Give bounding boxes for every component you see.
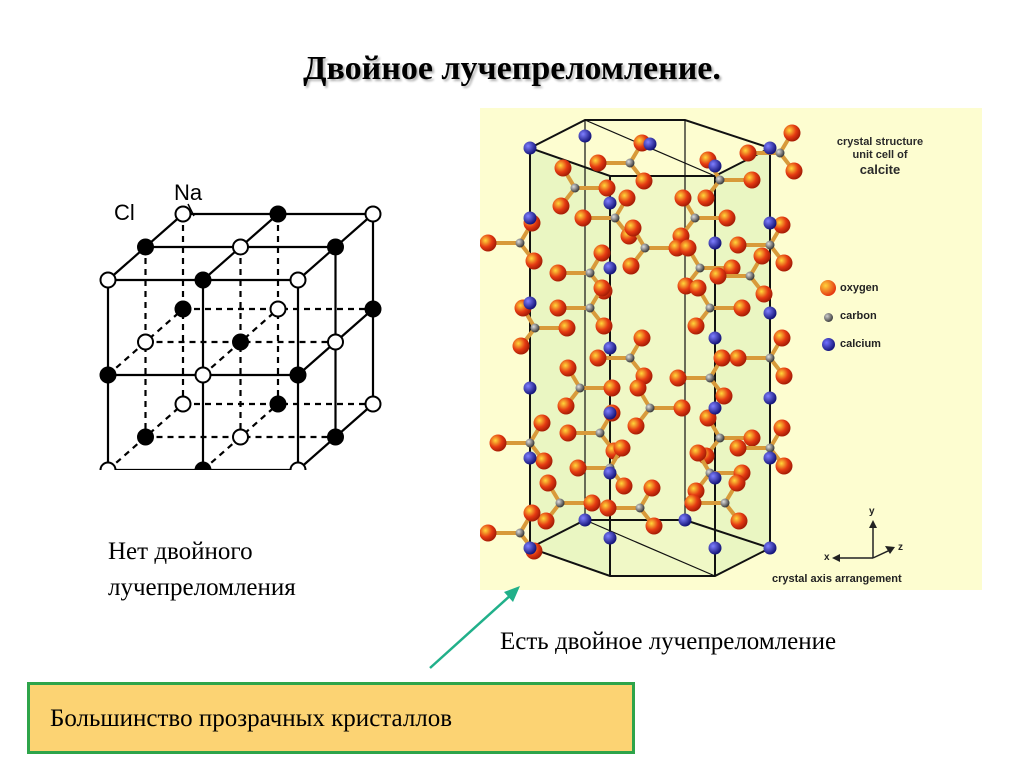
cl-label: Cl <box>114 200 135 225</box>
calcium-atom <box>708 331 722 345</box>
cl-atom <box>232 428 249 446</box>
axis-caption: crystal axis arrangement <box>772 573 902 585</box>
na-atom <box>269 395 287 413</box>
cl-atom <box>269 300 287 318</box>
legend-oxygen: oxygen <box>840 282 879 294</box>
calcium-legend-dot <box>822 338 835 351</box>
na-atom <box>269 205 287 223</box>
hexagonal-prism <box>527 119 773 577</box>
na-atom <box>364 300 382 318</box>
na-atom <box>232 333 249 351</box>
calcite-structure-panel: crystal structure unit cell of calcite o… <box>480 108 982 590</box>
na-atom <box>137 238 154 256</box>
calcium-atom <box>523 141 537 155</box>
cl-atom <box>99 461 117 470</box>
calcium-atom <box>708 236 722 250</box>
na-atom <box>99 366 117 384</box>
calcium-atom <box>763 391 777 405</box>
carbonate-groups <box>480 124 803 560</box>
lattice-atoms <box>99 205 382 470</box>
cl-atom <box>289 271 307 289</box>
legend-title-line3: calcite <box>859 162 901 177</box>
cl-atom <box>174 395 192 413</box>
cl-atom <box>232 238 249 256</box>
legend-title-line2: unit cell of <box>852 149 908 161</box>
oxygen-legend-dot <box>820 280 836 296</box>
calcium-atom <box>523 541 537 555</box>
calcite-structure-diagram <box>480 119 895 577</box>
calcium-atom <box>763 216 777 230</box>
calcium-atoms <box>523 129 777 555</box>
axis-y-label: y <box>869 506 875 517</box>
calcium-atom <box>708 541 722 555</box>
na-atom <box>327 238 344 256</box>
nacl-caption: Нет двойного лучепреломления <box>108 534 296 606</box>
calcium-atom <box>763 451 777 465</box>
legend-calcium: calcium <box>840 338 881 350</box>
calcium-atom <box>678 513 692 527</box>
calcite-legend-title: crystal structure unit cell of calcite <box>810 136 950 178</box>
calcium-atom <box>708 401 722 415</box>
calcium-atom <box>763 141 777 155</box>
calcium-atom <box>708 159 722 173</box>
slide-title: Двойное лучепреломление. <box>303 50 721 87</box>
callout-arrow <box>429 586 520 669</box>
carbon-legend-dot <box>824 313 833 322</box>
na-label: Na <box>174 180 203 205</box>
calcium-atom <box>763 306 777 320</box>
cl-atom <box>289 461 307 470</box>
na-pointer <box>187 203 195 217</box>
legend-title-line1: crystal structure <box>836 136 924 148</box>
calcium-atom <box>578 129 592 143</box>
cl-atom <box>99 271 117 289</box>
na-atom <box>174 300 192 318</box>
callout-box: Большинство прозрачных кристаллов <box>27 682 635 754</box>
cl-atom <box>364 205 382 223</box>
nacl-caption-line2: лучепреломления <box>108 574 296 601</box>
na-atom <box>137 428 154 446</box>
legend-carbon: carbon <box>840 310 877 322</box>
calcium-atom <box>523 296 537 310</box>
cl-atom <box>364 395 382 413</box>
na-atom <box>289 366 307 384</box>
calcium-atom <box>603 196 617 210</box>
cl-atom <box>194 366 212 384</box>
nacl-caption-line1: Нет двойного <box>108 538 253 565</box>
calcium-atom <box>603 261 617 275</box>
axis-indicator <box>832 520 895 562</box>
calcium-atom <box>763 541 777 555</box>
calcium-atom <box>603 406 617 420</box>
calcium-atom <box>603 341 617 355</box>
calcium-atom <box>603 531 617 545</box>
axis-z-label: z <box>898 542 903 553</box>
na-atom <box>194 271 212 289</box>
na-atom <box>327 428 344 446</box>
calcium-atom <box>523 211 537 225</box>
axis-x-label: x <box>824 552 830 563</box>
nacl-lattice-diagram: Cl Na <box>99 180 382 470</box>
na-atom <box>194 461 212 470</box>
calcium-atom <box>708 471 722 485</box>
calcite-caption: Есть двойное лучепреломление <box>500 628 837 655</box>
cl-atom <box>327 333 344 351</box>
cl-atom <box>174 205 192 223</box>
calcium-atom <box>603 466 617 480</box>
calcium-atom <box>643 137 657 151</box>
calcium-atom <box>578 513 592 527</box>
calcium-atom <box>523 381 537 395</box>
calcium-atom <box>523 451 537 465</box>
cl-atom <box>137 333 154 351</box>
